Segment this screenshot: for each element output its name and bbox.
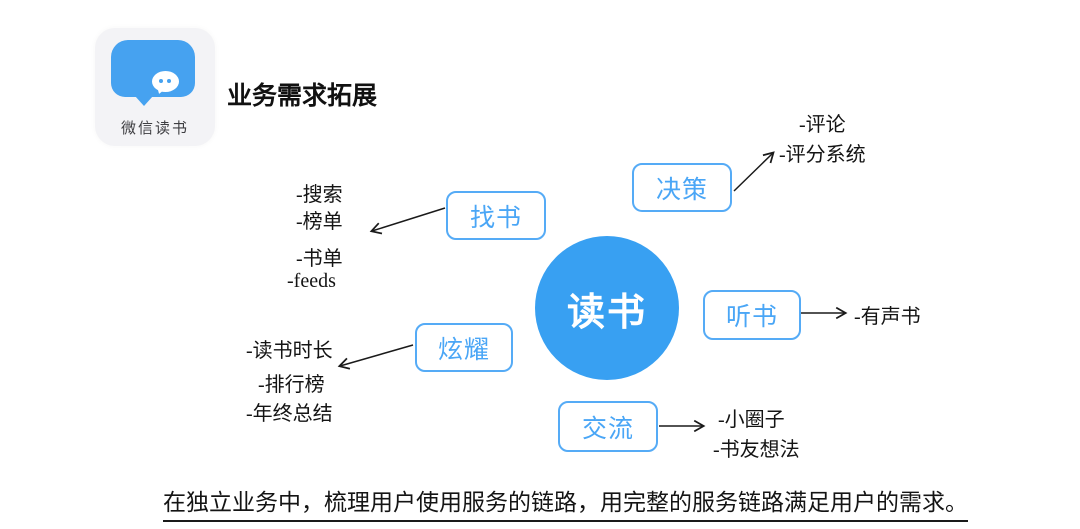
speech-bubble-icon [111, 40, 195, 97]
node-decision: 决策 [632, 163, 732, 212]
node-listen: 听书 [703, 290, 801, 340]
node-decision-label: 决策 [655, 176, 708, 204]
leaf-rating-system: -评分系统 [779, 144, 866, 166]
leaf-reader-thoughts: -书友想法 [713, 439, 800, 461]
arrow-decision [733, 151, 775, 192]
app-name-label: 微信读书 [120, 121, 189, 137]
node-show-off-label: 炫耀 [437, 336, 490, 364]
leaf-audiobook: -有声书 [854, 306, 921, 328]
leaf-book-list: -书单 [296, 248, 343, 270]
leaf-year-summary: -年终总结 [246, 403, 333, 425]
node-show-off: 炫耀 [415, 323, 513, 372]
leaf-feeds: -feeds [287, 270, 336, 292]
leaf-leaderboard: -排行榜 [258, 374, 325, 396]
center-node-reading: 读书 [535, 236, 679, 380]
node-find-books: 找书 [446, 191, 546, 240]
leaf-comments: -评论 [799, 114, 846, 136]
speech-bubble-tail [135, 96, 153, 106]
arrow-show-off [337, 344, 414, 370]
leaf-reading-time: -读书时长 [246, 340, 333, 362]
leaf-rank-list: -榜单 [296, 211, 343, 233]
node-communicate-label: 交流 [581, 415, 634, 443]
leaf-small-circles: -小圈子 [718, 409, 785, 431]
node-find-books-label: 找书 [469, 204, 522, 232]
arrow-find-books [369, 207, 446, 235]
wechat-reading-logo: 微信读书 [95, 28, 215, 146]
leaf-search: -搜索 [296, 184, 343, 206]
center-node-label: 读书 [566, 291, 647, 334]
wechat-face-icon [152, 71, 179, 92]
page-title: 业务需求拓展 [227, 83, 378, 110]
node-communicate: 交流 [558, 401, 658, 452]
node-listen-label: 听书 [725, 304, 778, 331]
footer-summary: 在独立业务中，梳理用户使用服务的链路，用完整的服务链路满足用户的需求。 [163, 483, 968, 522]
